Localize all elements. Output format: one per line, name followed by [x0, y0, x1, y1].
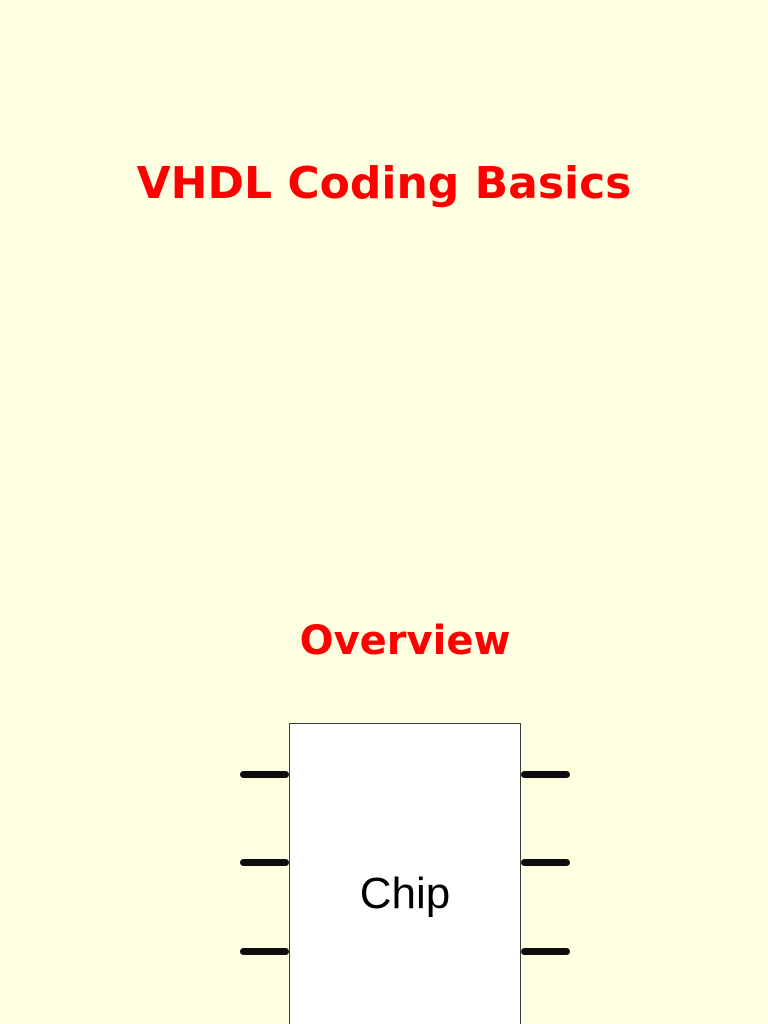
- chip-pin-left: [240, 859, 289, 866]
- chip-pin-left: [240, 771, 289, 778]
- chip-box: Chip: [289, 723, 521, 1024]
- chip-pin-right: [521, 859, 570, 866]
- chip-pin-left: [240, 948, 289, 955]
- chip-diagram: Chip: [240, 723, 570, 1024]
- overview-heading: Overview: [299, 618, 511, 664]
- chip-pin-right: [521, 771, 570, 778]
- chip-label: Chip: [359, 869, 451, 918]
- presentation-title: VHDL Coding Basics: [136, 158, 632, 209]
- chip-pin-right: [521, 948, 570, 955]
